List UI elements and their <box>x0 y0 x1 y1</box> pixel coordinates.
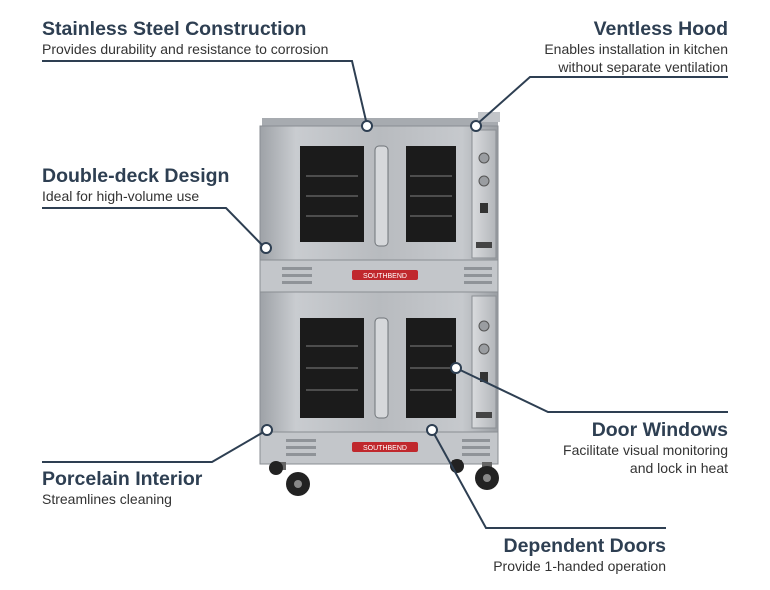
leader-double-deck <box>42 207 266 249</box>
leader-porcelain <box>42 429 268 463</box>
brand-plate-upper: SOUTHBEND <box>363 273 407 280</box>
callout-dependent-doors: Dependent Doors Provide 1-handed operati… <box>493 535 666 575</box>
callout-ventless-title: Ventless Hood <box>593 18 728 40</box>
callout-dependent-doors-title: Dependent Doors <box>503 535 666 557</box>
callout-double-deck-title: Double-deck Design <box>42 165 230 187</box>
dot-ventless <box>470 120 482 132</box>
callout-double-deck: Double-deck Design Ideal for high-volume… <box>42 165 229 205</box>
casters <box>269 459 499 496</box>
dot-porcelain <box>261 424 273 436</box>
callout-stainless-title: Stainless Steel Construction <box>42 18 307 40</box>
callout-door-windows: Door Windows Facilitate visual monitorin… <box>563 419 728 477</box>
leader-lines <box>42 60 728 529</box>
callout-ventless-desc-line1: Enables installation in kitchen <box>544 41 728 57</box>
callout-double-deck-desc: Ideal for high-volume use <box>42 188 200 204</box>
dot-dependent-doors <box>426 424 438 436</box>
callout-door-windows-desc-line1: Facilitate visual monitoring <box>563 442 728 458</box>
dot-door-windows <box>450 362 462 374</box>
dot-stainless <box>361 120 373 132</box>
brand-plate-lower: SOUTHBEND <box>363 445 407 452</box>
oven-body: SOUTHBEND SOUTHBEND <box>259 112 500 496</box>
callout-ventless-desc-line2: without separate ventilation <box>558 59 728 75</box>
callout-porcelain-desc: Streamlines cleaning <box>42 491 172 507</box>
callout-dependent-doors-desc: Provide 1-handed operation <box>493 558 666 574</box>
leader-door-windows <box>455 367 728 413</box>
leader-dependent-doors <box>431 429 666 529</box>
leader-ventless <box>475 76 728 126</box>
callout-door-windows-desc-line2: and lock in heat <box>629 460 728 476</box>
dot-double-deck <box>260 242 272 254</box>
callout-porcelain: Porcelain Interior Streamlines cleaning <box>42 468 202 508</box>
callout-porcelain-title: Porcelain Interior <box>42 468 203 490</box>
callout-stainless-desc: Provides durability and resistance to co… <box>42 41 329 57</box>
callout-dots <box>260 120 482 436</box>
callout-ventless: Ventless Hood Enables installation in ki… <box>544 18 728 76</box>
callout-door-windows-title: Door Windows <box>591 419 728 441</box>
callout-stainless: Stainless Steel Construction Provides du… <box>42 18 328 58</box>
leader-stainless <box>42 60 368 126</box>
